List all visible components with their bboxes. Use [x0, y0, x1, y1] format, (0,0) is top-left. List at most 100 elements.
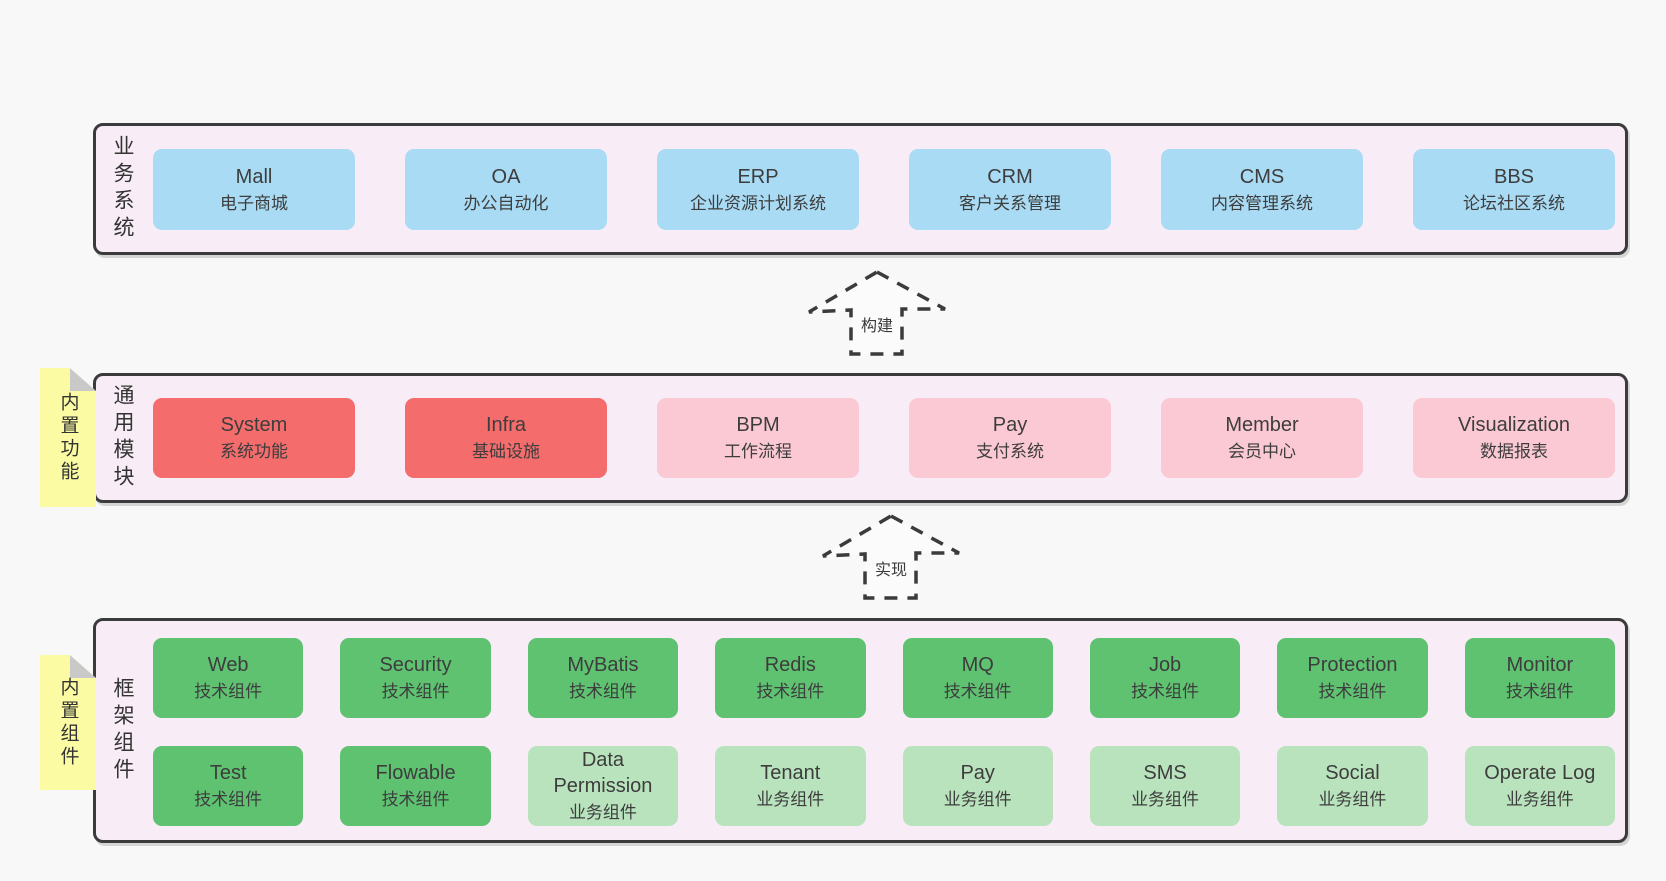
arrow-label-implement: 实现 — [871, 556, 911, 580]
sticky-tab-built-in-components: 内置组件 — [40, 655, 96, 790]
box-title: MyBatis — [567, 654, 639, 677]
box-mall: Mall 电子商城 — [153, 149, 355, 230]
box-title: System — [220, 414, 288, 437]
box-subtitle: 基础设施 — [472, 442, 540, 462]
box-subtitle: 业务组件 — [568, 803, 637, 823]
fold-corner-icon — [70, 368, 96, 391]
box-subtitle: 办公自动化 — [463, 193, 549, 213]
box-title: Monitor — [1506, 654, 1574, 677]
box-sms: SMS 业务组件 — [1089, 746, 1241, 826]
box-erp: ERP 企业资源计划系统 — [657, 149, 859, 230]
box-title: Member — [1225, 414, 1299, 437]
up-arrow-implement: 实现 — [819, 512, 963, 602]
box-job: Job 技术组件 — [1089, 638, 1241, 718]
box-title: Test — [209, 762, 247, 785]
box-title: ERP — [737, 165, 779, 188]
panel-business-systems: 业务系统 Mall 电子商城 OA 办公自动化 ERP 企业资源计划系统 CRM 客户关系管理… — [93, 123, 1628, 255]
sticky-tab-built-in-features: 内置功能 — [40, 368, 96, 507]
box-security: Security 技术组件 — [340, 638, 491, 718]
box-title: Flowable — [375, 762, 456, 785]
box-subtitle: 业务组件 — [1131, 790, 1200, 810]
box-title: CRM — [987, 165, 1033, 188]
box-subtitle: 技术组件 — [756, 682, 825, 702]
box-subtitle: 内容管理系统 — [1211, 193, 1313, 213]
box-subtitle: 业务组件 — [943, 790, 1012, 810]
box-title: BBS — [1493, 165, 1535, 188]
box-pay: Pay 业务组件 — [902, 746, 1053, 826]
box-subtitle: 支付系统 — [976, 442, 1044, 462]
box-subtitle: 技术组件 — [381, 790, 450, 810]
box-subtitle: 技术组件 — [1505, 682, 1574, 702]
fold-corner-icon — [70, 655, 96, 678]
box-flowable: Flowable 技术组件 — [340, 746, 491, 826]
box-social: Social 业务组件 — [1277, 746, 1428, 826]
box-subtitle: 技术组件 — [1318, 682, 1387, 702]
box-mybatis: MyBatis 技术组件 — [527, 638, 679, 718]
box-title: Visualization — [1458, 414, 1570, 437]
box-title: Security — [379, 654, 452, 677]
box-subtitle: 技术组件 — [1131, 682, 1200, 702]
box-system: System 系统功能 — [153, 398, 355, 478]
box-subtitle: 技术组件 — [194, 790, 263, 810]
tab-label: 内置组件 — [57, 676, 79, 769]
box-subtitle: 论坛社区系统 — [1463, 193, 1565, 213]
box-subtitle: 数据报表 — [1480, 442, 1548, 462]
box-title: Data Permission — [553, 749, 653, 798]
panel-side-label: 业务系统 — [111, 135, 134, 243]
box-crm: CRM 客户关系管理 — [909, 149, 1111, 230]
box-row: Mall 电子商城 OA 办公自动化 ERP 企业资源计划系统 CRM 客户关系管理 CMS 内容… — [153, 149, 1615, 230]
box-title: Operate Log — [1484, 762, 1596, 785]
box-title: Tenant — [760, 762, 821, 785]
box-bbs: BBS 论坛社区系统 — [1413, 149, 1615, 230]
panel-side-label: 通用模块 — [111, 384, 134, 492]
box-subtitle: 技术组件 — [194, 682, 263, 702]
box-subtitle: 电子商城 — [220, 193, 288, 213]
box-subtitle: 工作流程 — [724, 442, 792, 462]
box-redis: Redis 技术组件 — [715, 638, 866, 718]
box-mq: MQ 技术组件 — [902, 638, 1053, 718]
box-subtitle: 企业资源计划系统 — [690, 193, 826, 213]
box-title: Job — [1148, 654, 1182, 677]
box-visualization: Visualization 数据报表 — [1413, 398, 1615, 478]
arrow-label-build: 构建 — [857, 312, 897, 336]
box-title: Mall — [235, 165, 273, 188]
panel-side-label: 框架组件 — [111, 676, 134, 785]
box-title: Pay — [992, 414, 1028, 437]
box-subtitle: 客户关系管理 — [959, 193, 1061, 213]
box-title: Pay — [960, 762, 995, 785]
box-test: Test 技术组件 — [153, 746, 304, 826]
tab-label: 内置功能 — [57, 391, 79, 484]
up-arrow-build: 构建 — [805, 268, 949, 358]
box-subtitle: 技术组件 — [943, 682, 1012, 702]
box-title: Redis — [764, 654, 816, 677]
box-title: CMS — [1239, 165, 1285, 188]
box-cms: CMS 内容管理系统 — [1161, 149, 1363, 230]
box-title: Social — [1325, 762, 1380, 785]
box-pay: Pay 支付系统 — [909, 398, 1111, 478]
box-title: OA — [491, 165, 521, 188]
box-oa: OA 办公自动化 — [405, 149, 607, 230]
box-title: Protection — [1307, 654, 1398, 677]
box-row: Test 技术组件 Flowable 技术组件 Data Permission 业务组件 T… — [153, 746, 1615, 826]
box-subtitle: 会员中心 — [1228, 442, 1296, 462]
box-subtitle: 业务组件 — [1505, 790, 1574, 810]
box-operate-log: Operate Log 业务组件 — [1464, 746, 1615, 826]
box-subtitle: 技术组件 — [381, 682, 450, 702]
box-title: MQ — [961, 654, 994, 677]
box-data-permission: Data Permission 业务组件 — [527, 746, 679, 826]
box-subtitle: 系统功能 — [220, 442, 288, 462]
box-title: SMS — [1143, 762, 1187, 785]
box-protection: Protection 技术组件 — [1277, 638, 1428, 718]
box-subtitle: 业务组件 — [1318, 790, 1387, 810]
box-subtitle: 技术组件 — [568, 682, 637, 702]
box-monitor: Monitor 技术组件 — [1464, 638, 1615, 718]
